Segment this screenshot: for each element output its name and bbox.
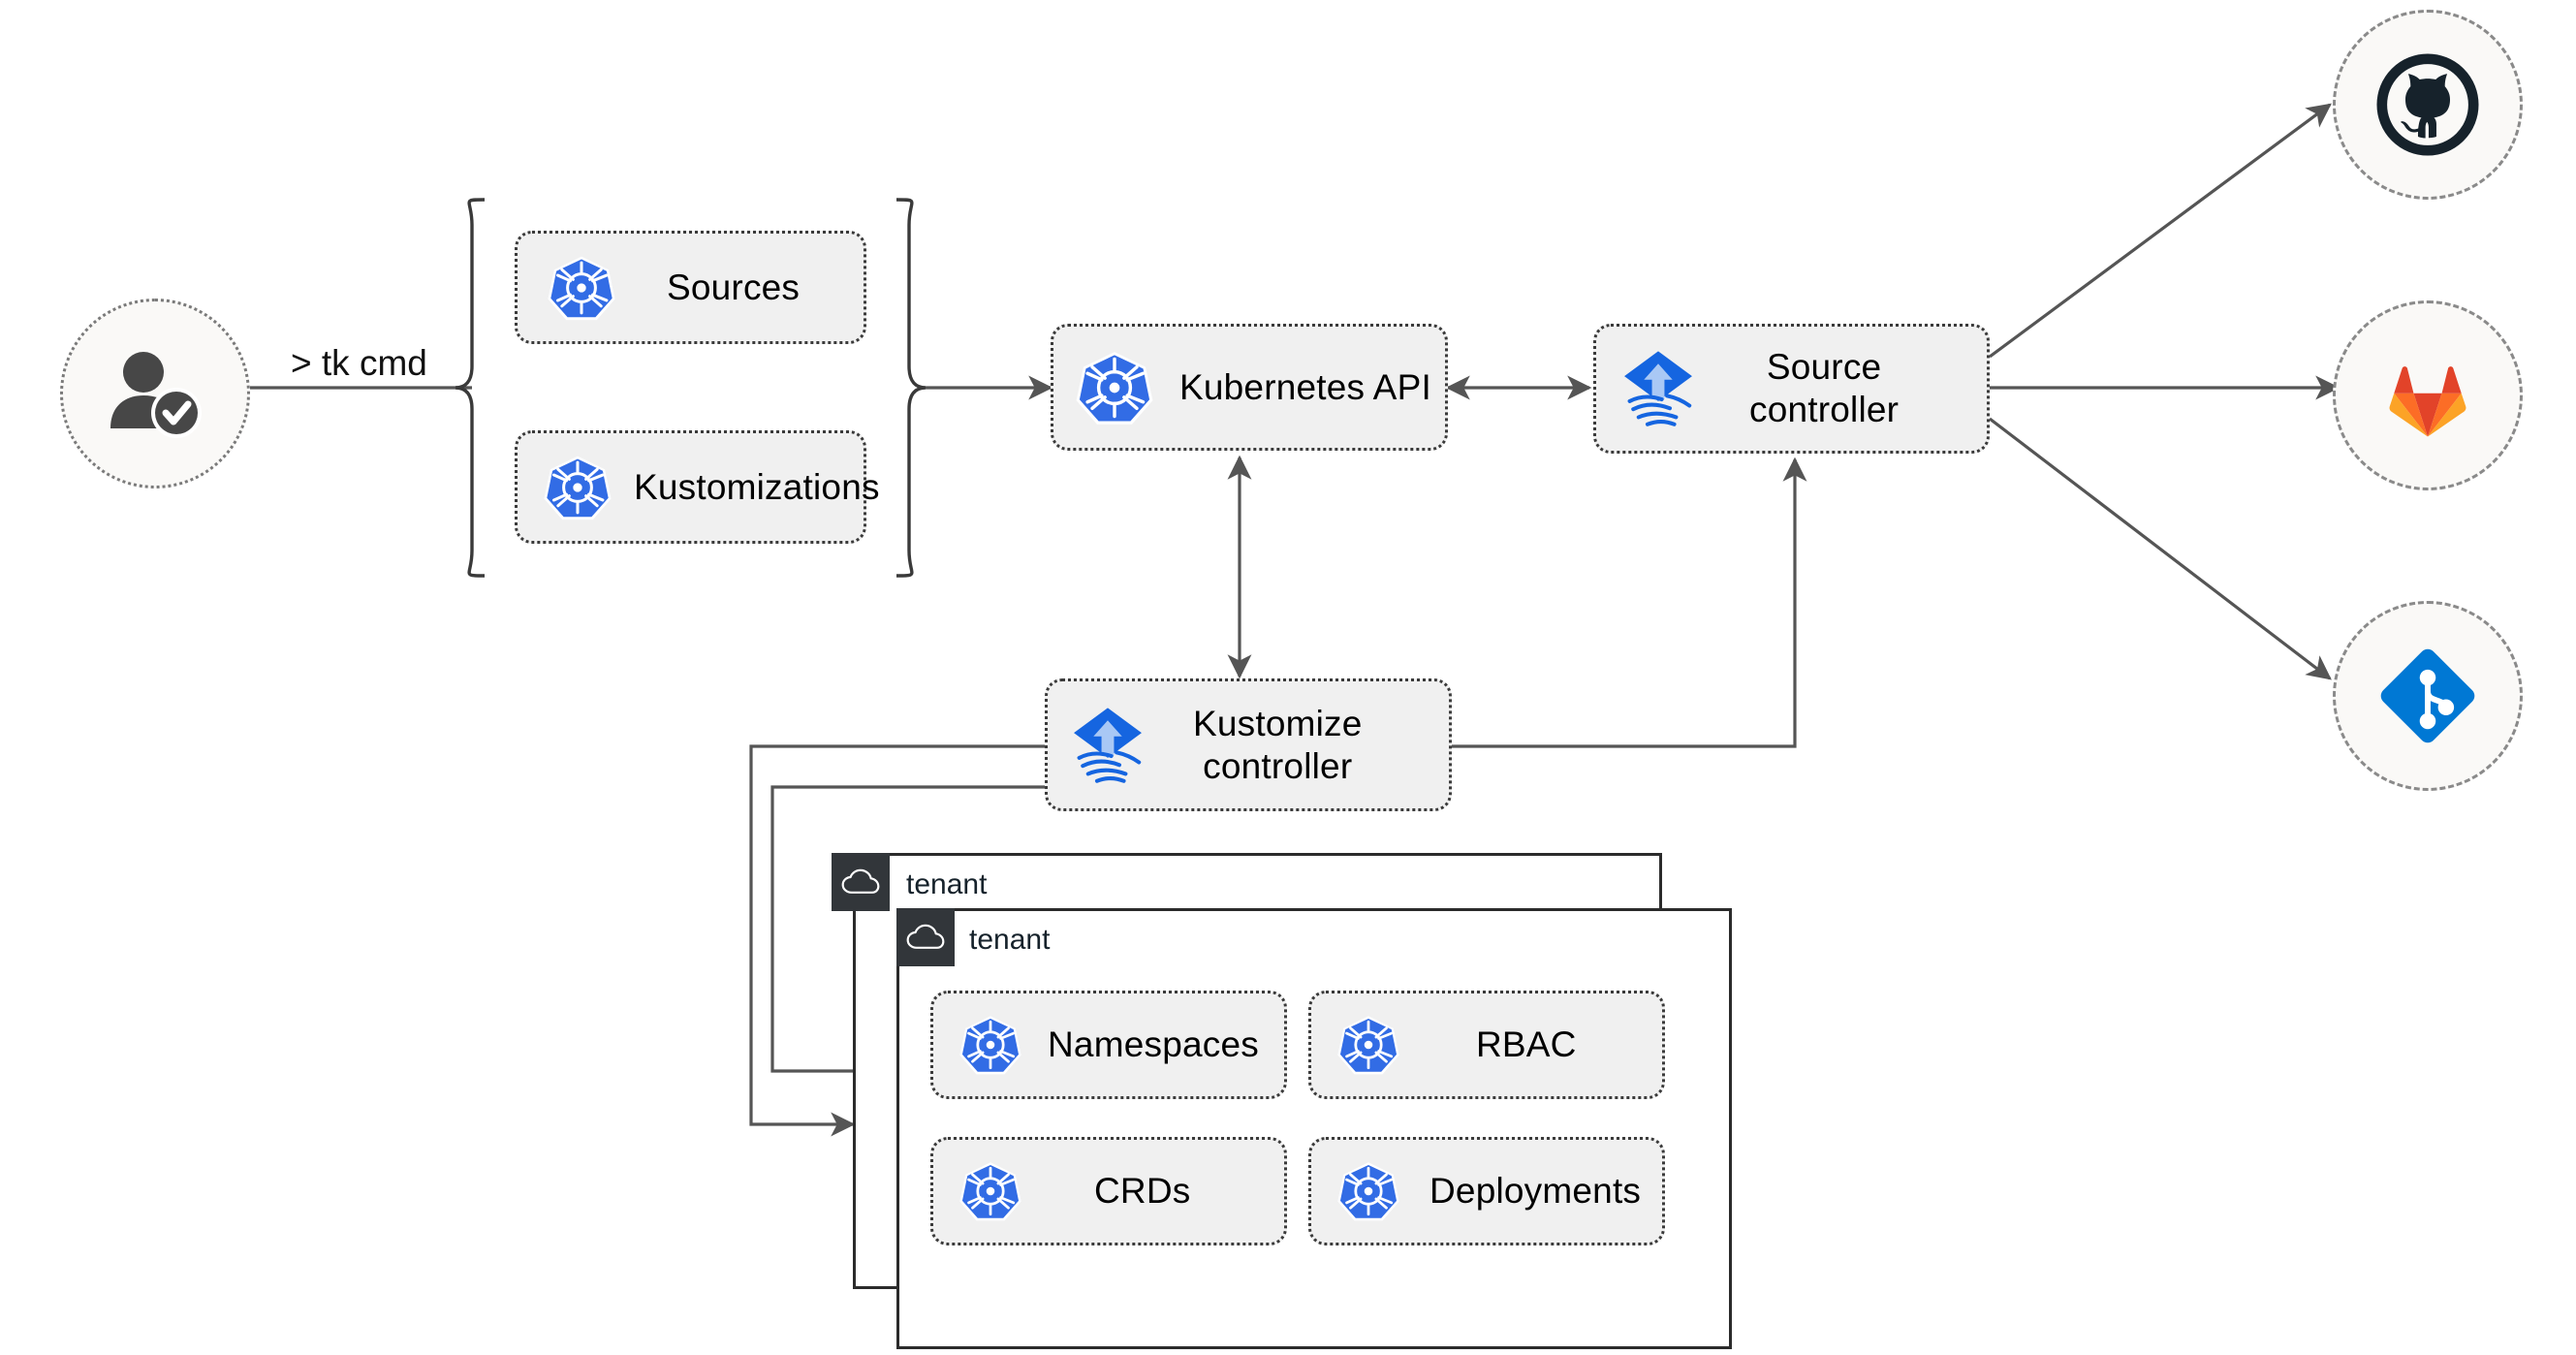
tenant-title-2: tenant <box>969 924 1051 956</box>
tenant-resource-crds[interactable]: CRDs <box>930 1137 1287 1245</box>
tenant-title-1: tenant <box>906 868 988 900</box>
cloud-icon <box>841 868 880 894</box>
node-label: Kustomize controller <box>1193 703 1363 786</box>
tenant-resource-label: Namespaces <box>1048 1024 1259 1065</box>
brace-left <box>455 198 486 578</box>
edge-kustomize-to-tenant-2 <box>770 785 1051 1084</box>
azure-repos-git-icon <box>2380 648 2475 743</box>
kubernetes-icon <box>1337 1162 1399 1221</box>
tenant-resource-rbac[interactable]: RBAC <box>1308 991 1665 1099</box>
tenant-resource-namespaces[interactable]: Namespaces <box>930 991 1287 1099</box>
kustomize-controller-node[interactable]: Kustomize controller <box>1045 678 1452 811</box>
tenant-resource-label: Deployments <box>1429 1171 1642 1212</box>
avatar <box>60 299 250 488</box>
tenant-resource-label: RBAC <box>1476 1024 1577 1065</box>
resource-card-sources[interactable]: Sources <box>515 231 866 344</box>
kubernetes-icon <box>959 1016 1021 1075</box>
tenant-tab-2 <box>896 908 955 966</box>
kubernetes-icon <box>1076 351 1153 425</box>
tenant-resource-label: CRDs <box>1094 1171 1191 1212</box>
brace-right <box>895 198 927 578</box>
kubernetes-icon <box>544 456 612 520</box>
gitlab-icon <box>2389 366 2466 437</box>
flux-icon <box>1074 707 1142 783</box>
node-label: Source controller <box>1749 347 1900 429</box>
user-check-icon <box>110 352 202 438</box>
kubernetes-icon <box>1337 1016 1399 1075</box>
cloud-icon <box>906 924 945 949</box>
edge-kustomize-to-source <box>1452 457 1807 748</box>
edge-kustomize-to-tenant-1 <box>749 744 1051 1137</box>
source-controller-node[interactable]: Source controller <box>1593 324 1990 454</box>
tenant-container-2[interactable] <box>896 908 1732 1349</box>
command-label: > tk cmd <box>291 343 427 383</box>
edge-source-to-azure-repos <box>1989 417 2332 680</box>
repo-gitlab[interactable] <box>2333 300 2523 490</box>
kubernetes-icon <box>959 1162 1021 1221</box>
resource-card-kustomizations[interactable]: Kustomizations <box>515 430 880 544</box>
tenant-resource-deployments[interactable]: Deployments <box>1308 1137 1665 1245</box>
repo-github[interactable] <box>2333 10 2523 200</box>
repo-azure-repos[interactable] <box>2333 601 2523 791</box>
node-label: Kubernetes API <box>1179 366 1431 407</box>
tenant-tab-1 <box>832 853 890 911</box>
resource-label: Sources <box>667 267 801 307</box>
github-icon <box>2376 53 2479 156</box>
edge-source-to-github <box>1989 103 2332 359</box>
kubernetes-icon <box>548 256 615 320</box>
flux-icon <box>1624 351 1692 426</box>
resource-label: Kustomizations <box>634 466 880 507</box>
kubernetes-api-node[interactable]: Kubernetes API <box>1051 324 1448 451</box>
